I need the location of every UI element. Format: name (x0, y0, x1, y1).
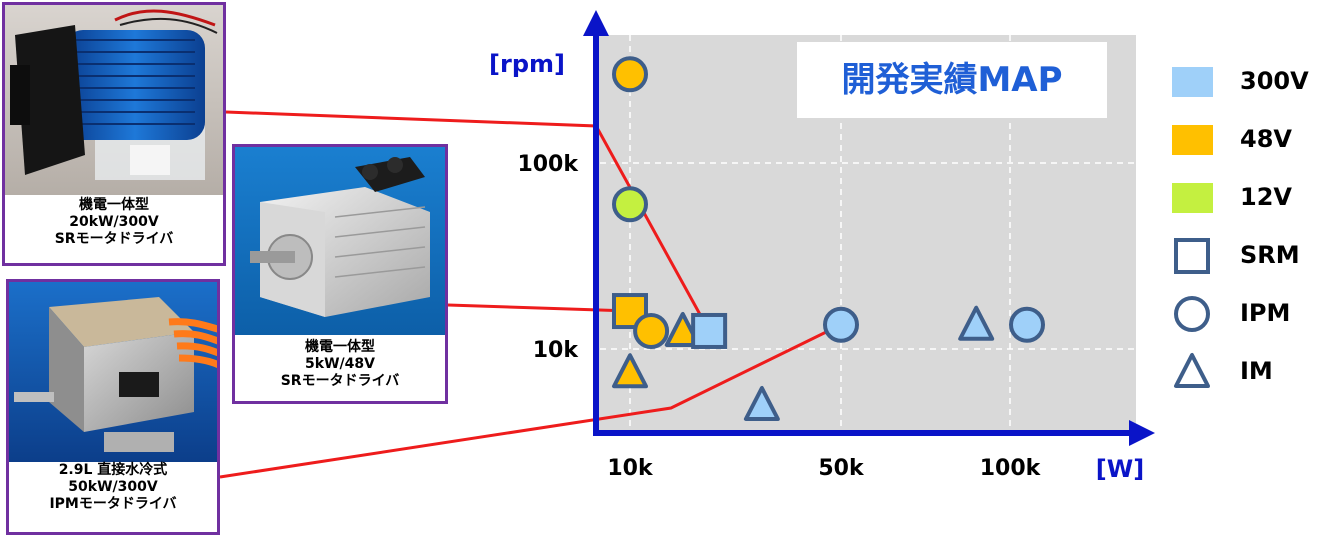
y-axis-arrow (583, 10, 609, 36)
y-tick-label: 100k (517, 152, 579, 177)
data-point-circle (1009, 306, 1045, 343)
legend-triangle-icon (1174, 353, 1210, 388)
x-tick-label: 100k (980, 456, 1042, 481)
motor-photo-sr-5kw (235, 147, 445, 335)
tick-labels: 10k 50k 100k 10k 100k (517, 152, 1041, 481)
legend (1172, 67, 1213, 388)
data-point-circle (612, 56, 648, 93)
legend-label: 48V (1240, 125, 1292, 153)
data-point-square (691, 312, 728, 349)
caption-line: 20kW/300V (69, 214, 159, 230)
caption-line: 機電一体型 (305, 339, 375, 355)
map-title-box (797, 42, 1107, 118)
gridlines (600, 35, 1136, 430)
data-point-triangle (743, 385, 780, 421)
photo-caption: 機電一体型 20kW/300V SRモータドライバ (5, 197, 223, 263)
caption-line: 5kW/48V (305, 356, 375, 372)
legend-label: IPM (1240, 299, 1291, 327)
photo-caption: 機電一体型 5kW/48V SRモータドライバ (235, 339, 445, 401)
legend-label: 300V (1240, 67, 1309, 95)
legend-swatch (1172, 67, 1213, 97)
data-point-circle (633, 312, 670, 349)
x-tick-label: 10k (607, 456, 654, 481)
motor-photo-sr-20kw (5, 5, 223, 195)
caption-line: 機電一体型 (79, 197, 149, 213)
caption-line: 50kW/300V (68, 479, 158, 495)
data-point-triangle (664, 311, 701, 347)
legend-square-icon (1174, 238, 1210, 274)
x-axis-arrow (1129, 420, 1155, 446)
connector-line-sr-5kw (447, 303, 631, 313)
map-title: 開発実績MAP (841, 60, 1063, 100)
legend-swatch (1172, 125, 1213, 155)
legend-swatch (1172, 183, 1213, 213)
caption-line: 2.9L 直接水冷式 (58, 462, 168, 478)
legend-label: 12V (1240, 183, 1292, 211)
data-point-circle (612, 186, 648, 223)
photo-card-ipm-50kw: 2.9L 直接水冷式 50kW/300V IPMモータドライバ (6, 279, 220, 535)
photo-caption: 2.9L 直接水冷式 50kW/300V IPMモータドライバ (9, 462, 217, 532)
data-point-triangle (958, 305, 995, 341)
legend-circle-icon (1174, 296, 1210, 332)
y-tick-label: 10k (533, 338, 580, 363)
caption-line: SRモータドライバ (54, 231, 174, 247)
axes (583, 10, 1155, 446)
caption-line: IPMモータドライバ (49, 496, 177, 512)
data-point-triangle (612, 353, 648, 389)
connector-line-ipm-50kw (219, 323, 842, 479)
photo-card-sr-5kw: 機電一体型 5kW/48V SRモータドライバ (232, 144, 448, 404)
motor-photo-ipm-50kw (9, 282, 217, 462)
data-points (612, 56, 1045, 421)
y-unit-label: [rpm] (489, 50, 565, 78)
legend-label: SRM (1240, 241, 1300, 269)
photo-card-sr-20kw: 機電一体型 20kW/300V SRモータドライバ (2, 2, 226, 266)
data-point-circle (823, 306, 859, 343)
legend-label: IM (1240, 357, 1273, 385)
caption-line: SRモータドライバ (280, 373, 400, 389)
x-tick-label: 50k (818, 456, 865, 481)
x-unit-label: [W] (1096, 455, 1144, 483)
